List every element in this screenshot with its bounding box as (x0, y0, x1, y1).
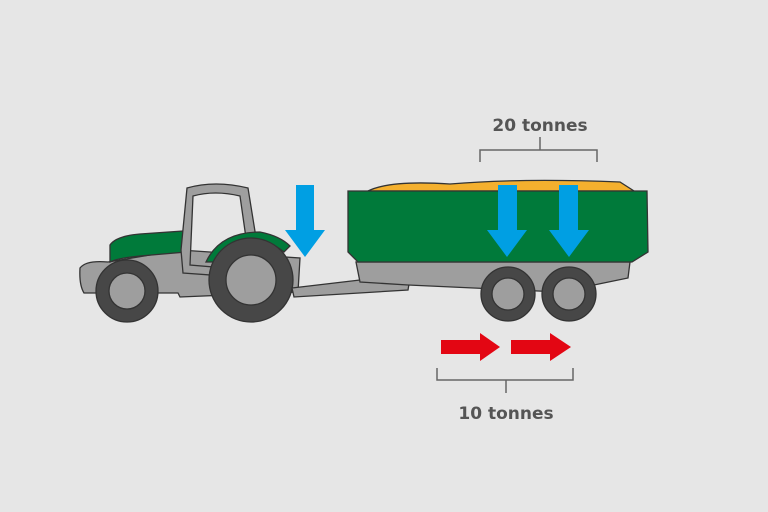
tractor-cab (180, 183, 259, 277)
side-arrows (441, 333, 571, 361)
down-arrow-icon (549, 185, 589, 257)
top-bracket (479, 137, 598, 162)
bottom-bracket (436, 368, 574, 393)
trailer-load-label: 20 tonnes (492, 116, 587, 136)
down-arrows (285, 185, 589, 257)
right-arrow-icon (511, 333, 571, 361)
down-arrow-icon (487, 185, 527, 257)
right-arrow-icon (441, 333, 500, 361)
trailer (291, 179, 649, 322)
down-arrow-icon (285, 185, 325, 257)
tractor (79, 183, 301, 323)
horizontal-load-label: 10 tonnes (458, 404, 553, 424)
brackets (436, 137, 598, 393)
